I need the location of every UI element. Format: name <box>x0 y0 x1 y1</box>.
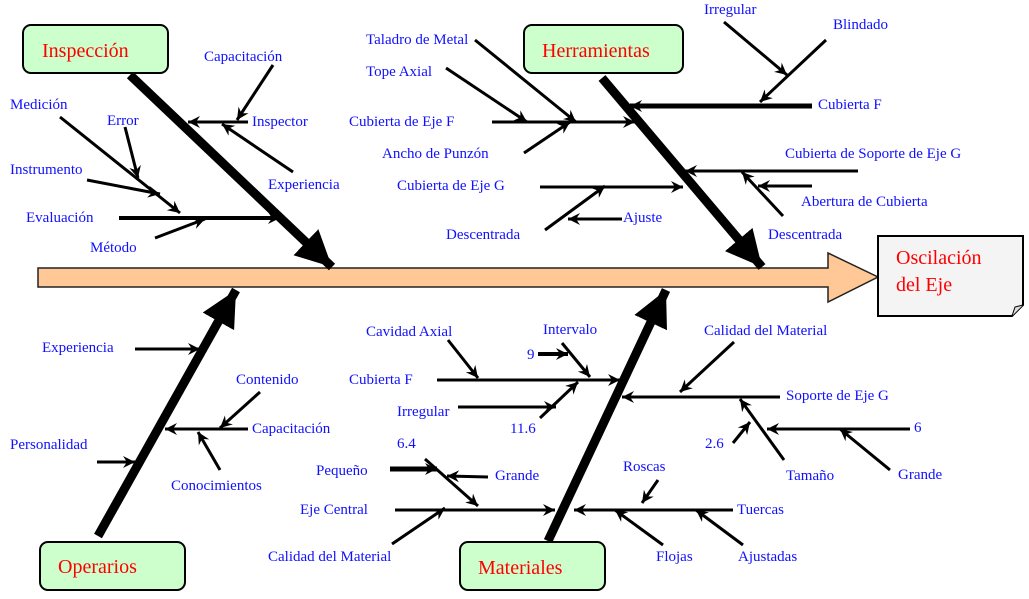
materiales-cause-arrow <box>391 506 446 546</box>
cause-labels: InspectorCapacitaciónExperienciaEvaluaci… <box>10 2 961 565</box>
materiales-cause-label: Cavidad Axial <box>366 324 452 340</box>
materiales-cause-label: 2.6 <box>705 436 724 452</box>
materiales-cause-arrow <box>839 427 891 472</box>
herramientas-cause-arrow <box>758 38 828 104</box>
materiales-cause-arrow <box>640 479 660 504</box>
materiales-cause-arrow <box>446 339 480 379</box>
materiales-cause-arrow <box>538 380 580 420</box>
cause-arrows <box>59 20 910 547</box>
herramientas-cause-label: Cubierta de Soporte de Eje G <box>785 146 961 162</box>
category-bones <box>94 71 766 543</box>
herramientas-cause-arrow <box>723 20 788 77</box>
herramientas-cause-arrow <box>740 170 785 218</box>
herramientas-cause-label: Cubierta de Eje F <box>349 114 454 130</box>
herramientas-cause-arrow <box>523 120 571 155</box>
materiales-cause-label: Eje Central <box>300 502 368 518</box>
herramientas-cause-label: Ajuste <box>623 210 663 226</box>
inspeccion-cause-arrow <box>221 122 294 174</box>
herramientas-cause-label: Cubierta F <box>818 97 882 113</box>
inspeccion-cause-arrow <box>154 217 206 240</box>
category-materiales: Materiales <box>459 541 606 591</box>
herramientas-cause-label: Ancho de Punzón <box>382 146 489 162</box>
operarios-cause-arrow <box>196 431 222 471</box>
herramientas-cause-label: Irregular <box>704 2 756 18</box>
materiales-cause-label: 11.6 <box>510 421 536 437</box>
inspeccion-cause-label: Capacitación <box>204 49 283 65</box>
herramientas-cause-label: Abertura de Cubierta <box>801 194 928 210</box>
herramientas-cause-label: Tope Axial <box>366 64 432 80</box>
materiales-cause-arrow <box>695 508 744 547</box>
materiales-cause-arrow <box>731 421 752 444</box>
operarios-cause-label: Capacitación <box>252 421 331 437</box>
materiales-cause-arrow <box>446 470 489 483</box>
materiales-cause-label: Grande <box>495 468 539 484</box>
effect-title-line2: del Eje <box>896 274 952 296</box>
materiales-cause-label: Ajustadas <box>738 549 797 565</box>
category-title: Operarios <box>58 556 137 578</box>
inspeccion-cause-arrow <box>59 115 181 215</box>
inspeccion-cause-arrow <box>235 64 275 121</box>
bone-materiales <box>543 288 671 543</box>
inspeccion-cause-label: Evaluación <box>26 210 94 226</box>
category-herramientas: Herramientas <box>523 24 684 74</box>
herramientas-cause-label: Descentrada <box>446 227 520 243</box>
materiales-cause-label: 6.4 <box>397 436 416 452</box>
materiales-cause-label: Grande <box>898 467 942 483</box>
herramientas-cause-arrow <box>544 184 606 232</box>
materiales-cause-label: Flojas <box>656 549 693 565</box>
materiales-cause-label: 9 <box>527 347 535 363</box>
bone-inspeccion <box>126 71 336 271</box>
materiales-cause-label: Tuercas <box>737 502 784 518</box>
effect-box: Oscilación del Eje <box>877 235 1024 317</box>
inspeccion-cause-arrow <box>123 126 141 179</box>
effect-title-line1: Oscilación <box>896 247 982 269</box>
category-title: Herramientas <box>542 40 650 62</box>
operarios-cause-label: Personalidad <box>10 437 88 453</box>
operarios-cause-label: Experiencia <box>42 340 114 356</box>
inspeccion-cause-label: Método <box>90 240 137 256</box>
herramientas-cause-arrow <box>474 38 577 124</box>
operarios-cause-arrow <box>218 390 262 430</box>
category-title: Inspección <box>42 40 129 62</box>
inspeccion-cause-arrow <box>86 178 161 198</box>
inspeccion-cause-label: Inspector <box>252 114 308 130</box>
main-spine-arrow <box>37 251 880 304</box>
inspeccion-cause-label: Error <box>107 113 139 129</box>
operarios-cause-label: Conocimientos <box>171 478 262 494</box>
bone-operarios <box>94 287 240 539</box>
materiales-cause-arrow <box>678 340 736 394</box>
materiales-cause-label: Intervalo <box>543 322 597 338</box>
inspeccion-cause-label: Medición <box>10 97 68 113</box>
materiales-cause-label: Cubierta F <box>349 372 413 388</box>
materiales-cause-label: Pequeño <box>316 463 368 479</box>
herramientas-cause-arrow <box>445 66 528 124</box>
inspeccion-cause-label: Instrumento <box>10 162 83 178</box>
category-operarios: Operarios <box>39 541 186 591</box>
materiales-cause-label: Calidad del Material <box>704 323 827 339</box>
inspeccion-cause-label: Experiencia <box>268 177 340 193</box>
materiales-cause-arrow <box>738 398 786 461</box>
materiales-cause-arrow <box>560 342 592 378</box>
materiales-cause-arrow <box>424 457 479 508</box>
herramientas-cause-label: Descentrada <box>768 227 842 243</box>
category-inspeccion: Inspección <box>22 24 169 74</box>
materiales-cause-label: Irregular <box>397 404 449 420</box>
operarios-cause-label: Contenido <box>236 372 299 388</box>
materiales-cause-label: Tamaño <box>786 468 834 484</box>
materiales-cause-arrow <box>614 508 664 547</box>
materiales-cause-label: Soporte de Eje G <box>786 388 889 404</box>
category-title: Materiales <box>478 557 563 579</box>
bone-herramientas <box>598 75 766 270</box>
herramientas-cause-label: Taladro de Metal <box>366 32 468 48</box>
materiales-cause-label: 6 <box>914 420 922 436</box>
herramientas-cause-label: Blindado <box>833 17 888 33</box>
materiales-cause-label: Roscas <box>623 459 666 475</box>
materiales-cause-label: Calidad del Material <box>268 549 391 565</box>
herramientas-cause-label: Cubierta de Eje G <box>397 178 505 194</box>
